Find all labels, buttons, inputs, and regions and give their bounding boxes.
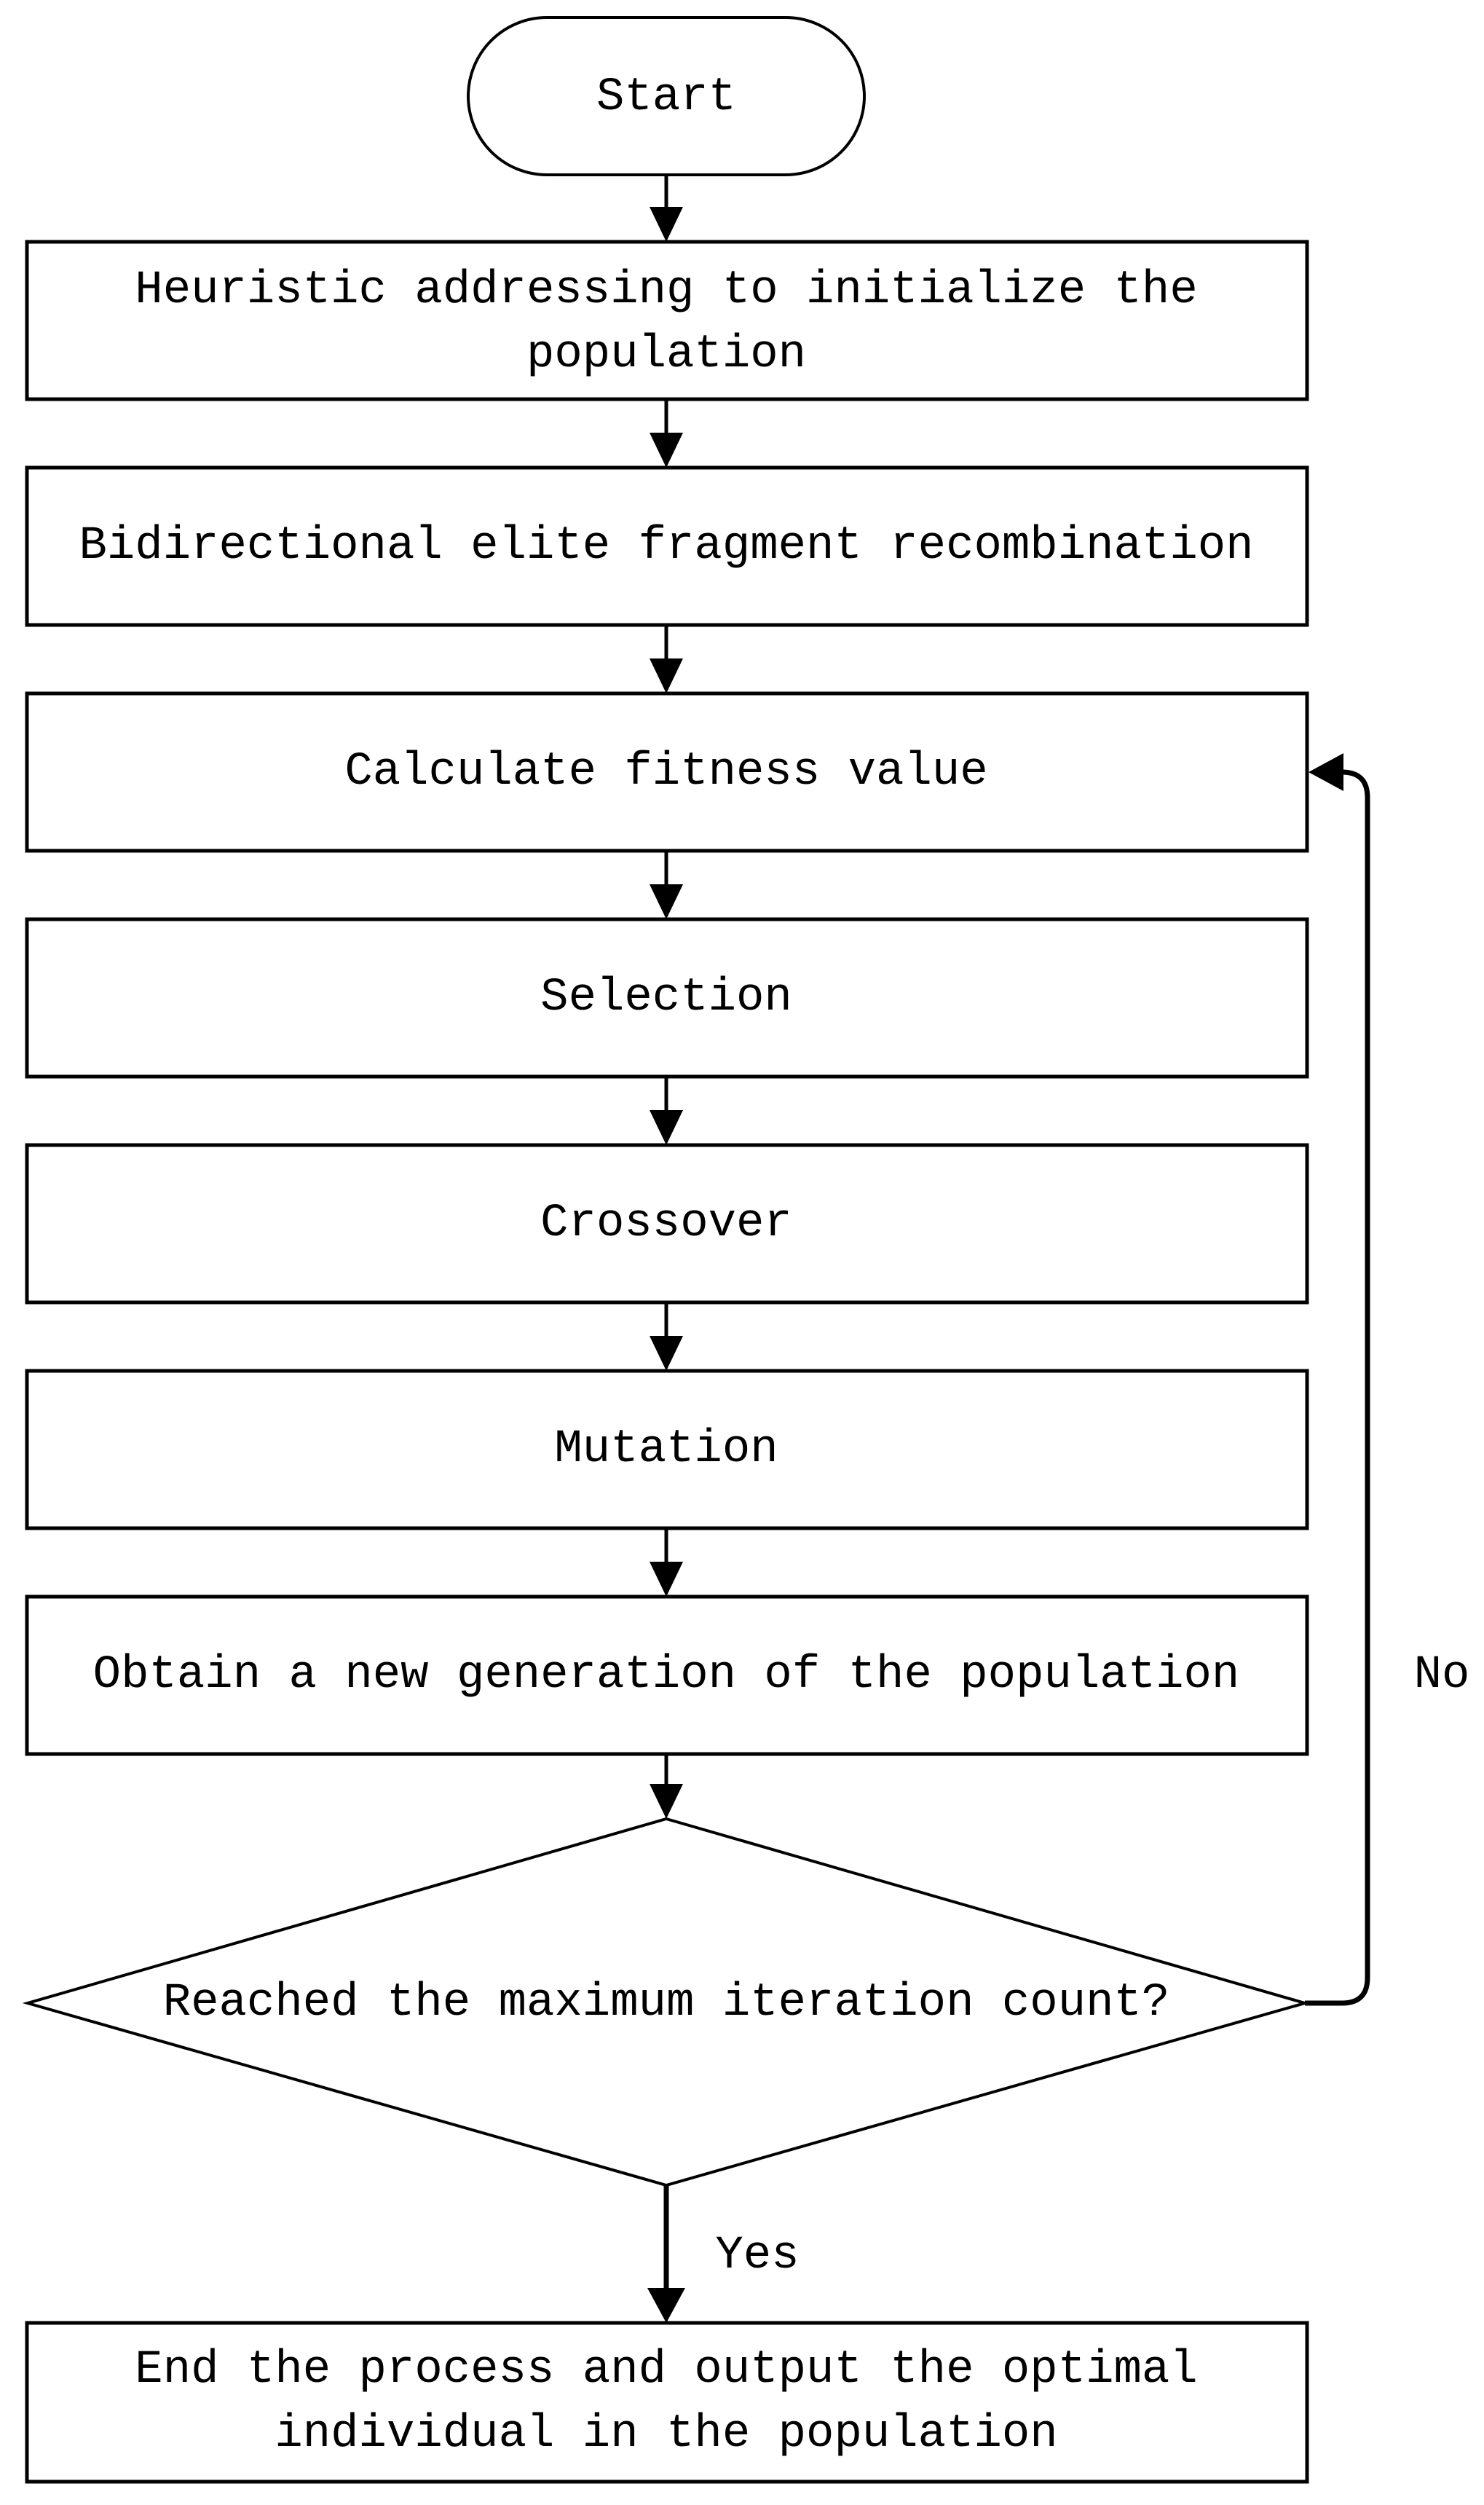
node-decision: Reached the maximum iteration count? — [22, 1817, 1311, 2187]
end-label-line1: End the process and output the optimal — [135, 2344, 1197, 2396]
node-start: Start — [467, 16, 866, 176]
arrow-down-head — [650, 207, 683, 242]
selection-label: Selection — [540, 972, 792, 1024]
arrow-selection-to-crossover — [650, 1077, 683, 1145]
arrow-down-head — [650, 1784, 683, 1819]
heuristic-init-label-line2: population — [526, 329, 806, 381]
arrow-mutation-to-newgen — [650, 1528, 683, 1597]
node-recombination: Bidirectional elite fragment recombinati… — [25, 465, 1309, 627]
heuristic-init-box-shape — [25, 240, 1309, 401]
arrow-start-to-init — [650, 175, 683, 242]
mutation-box-shape — [25, 1369, 1309, 1530]
fitness-box-shape — [25, 691, 1309, 853]
new-generation-box-shape — [25, 1594, 1309, 1756]
crossover-label: Crossover — [540, 1198, 792, 1250]
no-edge-label: No — [1414, 1649, 1470, 1702]
arrow-down-head — [650, 1110, 683, 1145]
start-label: Start — [596, 71, 736, 124]
recombination-label: Bidirectional elite fragment recombinati… — [79, 520, 1253, 573]
selection-box-shape — [25, 917, 1309, 1079]
arrow-init-to-recombination — [650, 399, 683, 468]
node-crossover: Crossover — [25, 1143, 1309, 1305]
fitness-label: Calculate fitness value — [344, 746, 987, 798]
loop-no-edge: No — [1305, 753, 1470, 2006]
heuristic-init-label-line1: Heuristic addressing to initialize the — [135, 264, 1197, 317]
arrow-crossover-to-mutation — [650, 1302, 683, 1371]
node-mutation: Mutation — [25, 1369, 1309, 1530]
arrow-fitness-to-selection — [650, 851, 683, 919]
decision-label: Reached the maximum iteration count? — [163, 1977, 1170, 2029]
end-box-shape — [25, 2321, 1309, 2484]
arrow-down-head — [650, 1562, 683, 1597]
mutation-label: Mutation — [554, 1423, 778, 1476]
yes-edge-label: Yes — [715, 2230, 799, 2282]
new-generation-label: Obtain a new generation of the populatio… — [93, 1649, 1240, 1702]
node-selection: Selection — [25, 917, 1309, 1079]
arrow-down-head — [650, 884, 683, 919]
arrow-down-head — [650, 433, 683, 468]
arrow-down-head — [647, 2288, 685, 2323]
arrow-recombination-to-fitness — [650, 625, 683, 693]
node-end: End the process and output the optimal i… — [25, 2321, 1309, 2484]
recombination-box-shape — [25, 465, 1309, 627]
end-label-line2: individual in the population — [275, 2408, 1057, 2461]
arrow-down-head — [650, 1336, 683, 1371]
node-new-generation: Obtain a new generation of the populatio… — [25, 1594, 1309, 1756]
node-heuristic-init: Heuristic addressing to initialize the p… — [25, 240, 1309, 401]
crossover-box-shape — [25, 1143, 1309, 1305]
no-loop-line — [1305, 769, 1370, 2006]
node-fitness: Calculate fitness value — [25, 691, 1309, 853]
arrow-left-head — [1309, 753, 1343, 791]
arrow-down-head — [650, 658, 683, 693]
yes-edge: Yes — [647, 2185, 800, 2323]
arrow-newgen-to-decision — [650, 1754, 683, 1819]
